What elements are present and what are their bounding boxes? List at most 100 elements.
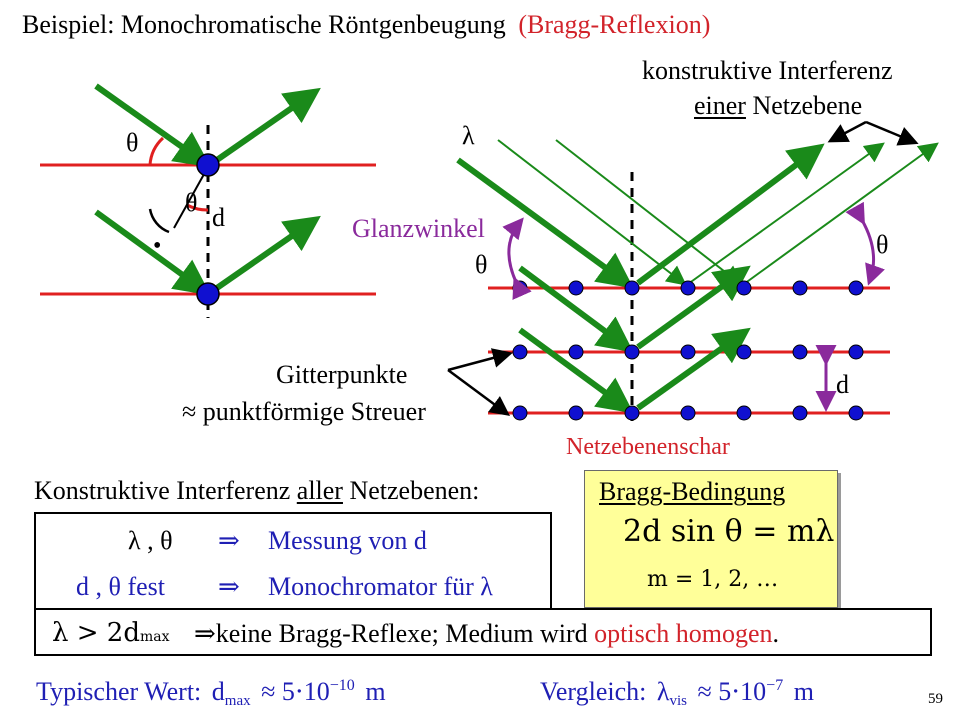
lambda-condition-text: λ > 2d (52, 618, 140, 648)
lattice-atom (568, 344, 584, 360)
measure-line2-left: d , θ fest (76, 572, 165, 601)
lattice-atom (736, 405, 752, 421)
homogeneous-box: λ > 2dmax ⇒keine Bragg-Reflexe; Medium w… (34, 608, 932, 656)
glanzwinkel-label: Glanzwinkel (352, 214, 485, 243)
implies-arrow: ⇒ (194, 619, 216, 648)
period: . (772, 619, 780, 648)
lattice-atom (792, 344, 808, 360)
measure-line2-right: Monochromator für λ (268, 572, 493, 601)
lattice-atom (792, 280, 808, 296)
lattice-atom (196, 153, 220, 177)
lambda-condition: λ > 2dmax (52, 620, 170, 646)
einer-underlined: einer (694, 91, 746, 120)
glanzwinkel-arc-right (845, 201, 885, 286)
lattice-atom (512, 405, 528, 421)
thin-reflected-ray (743, 142, 939, 285)
lattice-atom (680, 280, 696, 296)
typischer-wert-value: ≈ 5⋅10 (261, 677, 330, 706)
lattice-atom (512, 280, 528, 296)
vergleich-exponent: −7 (766, 677, 784, 694)
lattice-atom (736, 280, 752, 296)
right-lattice-diagram (447, 120, 939, 428)
lattice-atom (680, 344, 696, 360)
pointer-arrow (865, 120, 919, 146)
lattice-atom (624, 344, 640, 360)
title-main: Beispiel: Monochromatische Röntgenbeugun… (22, 10, 506, 39)
optisch-homogen: optisch homogen (594, 619, 773, 648)
implies-arrow: ⇒ (218, 526, 240, 555)
reflected-ray (636, 143, 825, 286)
incident-ray (518, 265, 634, 353)
lambda-vis-symbol: λ (656, 677, 670, 706)
incident-ray (518, 327, 634, 414)
vergleich-unit: m (793, 677, 814, 706)
lattice-atom (512, 344, 528, 360)
path-difference-segment (173, 166, 209, 229)
streuer-label: ≈ punktförmige Streuer (182, 397, 426, 426)
theta-label-left-inner: θ (185, 188, 198, 217)
lambda-label: λ (462, 121, 475, 150)
vergleich-value: ≈ 5⋅10 (697, 677, 767, 706)
reflected-ray (636, 327, 751, 411)
lattice-atom (624, 405, 640, 421)
theta-label-right: θ (876, 230, 889, 259)
typischer-wert: Typischer Wert: dmax ≈ 5⋅10−10 m (36, 678, 386, 709)
lattice-atom (196, 282, 220, 306)
incident-ray (94, 209, 211, 296)
konstruktiv-label-line1: konstruktive Interferenz (642, 56, 893, 85)
lattice-atom (568, 280, 584, 296)
bragg-equation: 2d sin θ = mλ (623, 514, 835, 549)
typischer-wert-label: Typischer Wert: (36, 677, 202, 706)
bragg-heading: Bragg-Bedingung (599, 477, 786, 506)
bragg-m-values: m = 1, 2, … (647, 567, 779, 592)
d-max-symbol: d (211, 677, 225, 706)
thin-incident-ray (497, 139, 687, 286)
theta-angle-arc (148, 136, 165, 166)
lattice-atom (848, 405, 864, 421)
measurement-box: λ , θ ⇒ Messung von d d , θ fest ⇒ Monoc… (34, 512, 552, 610)
d-label-right: d (836, 370, 849, 399)
right-angle-arc (148, 208, 170, 234)
reflected-ray (212, 87, 321, 165)
lattice-atoms-row (512, 344, 864, 360)
vergleich: Vergleich: λvis ≈ 5⋅10−7 m (540, 678, 814, 709)
lattice-atoms-row (512, 405, 864, 421)
measure-line1-left: λ , θ (128, 526, 173, 555)
konstruktiv-label-line2: einer Netzebene (694, 93, 862, 119)
konstruktiv-aller-post: Netzebenen: (349, 476, 480, 505)
pointer-arrow (827, 120, 867, 143)
glanzwinkel-arc-left (502, 217, 532, 300)
reflected-ray (636, 265, 751, 350)
incident-ray (456, 157, 634, 289)
d-label-left: d (212, 203, 225, 232)
homogen-text-line: ⇒keine Bragg-Reflexe; Medium wird optisc… (194, 621, 779, 647)
d-max-subscript: max (224, 693, 251, 709)
lattice-atom (624, 280, 640, 296)
reflected-ray (212, 215, 321, 293)
lattice-atom (736, 344, 752, 360)
typischer-wert-unit: m (365, 677, 386, 706)
thin-incident-ray (555, 139, 743, 286)
lambda-vis-subscript: vis (669, 693, 687, 709)
pointer-arrow (447, 348, 513, 372)
netzebene-text: Netzebene (752, 91, 863, 120)
title-paren: (Bragg-Reflexion) (518, 10, 711, 39)
implies-arrow: ⇒ (218, 572, 240, 601)
theta-angle-arc (186, 203, 209, 212)
aller-underlined: aller (296, 476, 343, 505)
theta-label-left-top: θ (126, 128, 139, 157)
lattice-atom (680, 405, 696, 421)
netzebenenschar-label: Netzebenenschar (566, 434, 730, 460)
konstruktiv-aller-label: Konstruktive Interferenz aller Netzebene… (34, 478, 479, 504)
lattice-atom (792, 405, 808, 421)
typischer-wert-exponent: −10 (329, 677, 355, 694)
thin-reflected-ray (687, 142, 885, 285)
incident-ray (94, 83, 211, 168)
lattice-atom (848, 344, 864, 360)
lattice-atom (568, 405, 584, 421)
vergleich-label: Vergleich: (540, 677, 647, 706)
lambda-condition-subscript: max (139, 629, 170, 645)
slide-title: Beispiel: Monochromatische Röntgenbeugun… (22, 12, 710, 38)
left-small-diagram (40, 83, 376, 318)
